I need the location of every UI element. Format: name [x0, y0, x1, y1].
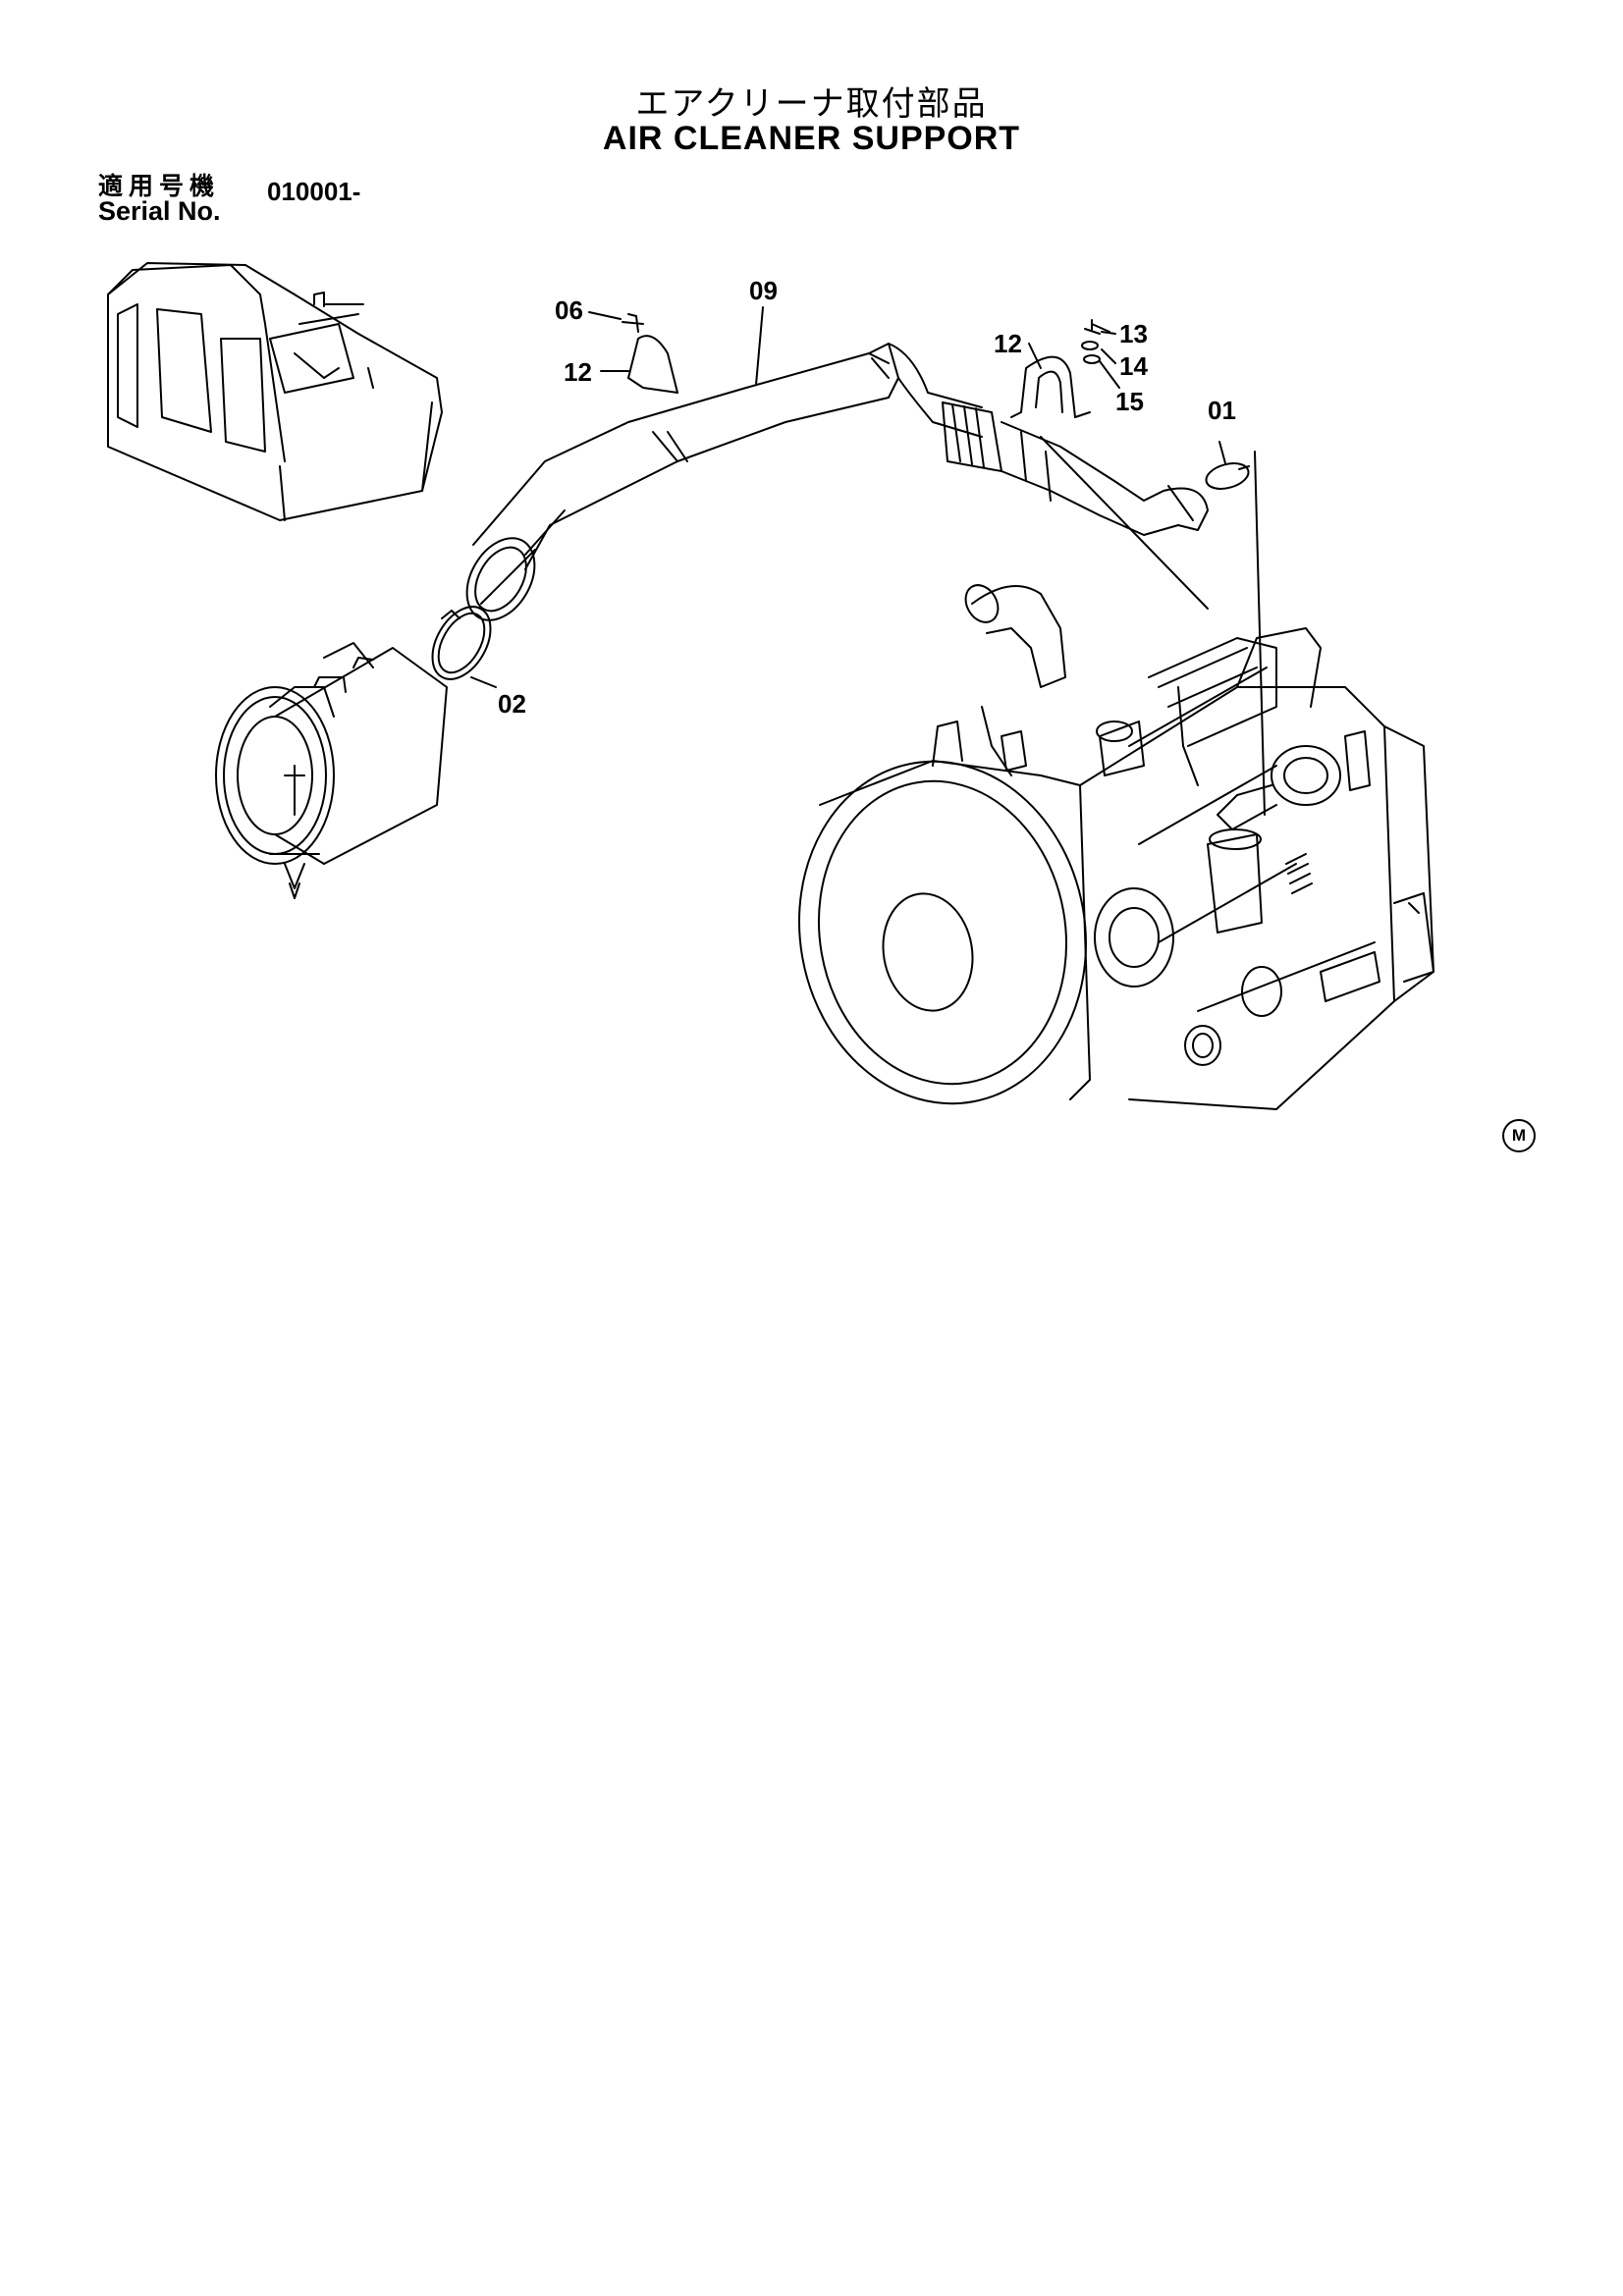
title-japanese: エアクリーナ取付部品 [635, 84, 988, 124]
hose-clamp-01 [1205, 462, 1250, 490]
leader-line-06 [588, 311, 622, 320]
pipe-inlet-end [465, 509, 566, 621]
callout-12-left: 12 [564, 357, 592, 387]
leader-line-14 [1101, 348, 1116, 364]
washer-15 [1083, 354, 1101, 364]
callout-01: 01 [1208, 396, 1236, 425]
support-bracket-left [627, 335, 678, 394]
engine-assembly [798, 584, 1434, 1110]
callout-14: 14 [1119, 351, 1148, 381]
serial-label-japanese: 適用号機 [98, 172, 221, 200]
excavator-thumbnail [107, 262, 443, 521]
bolt-06 [622, 313, 644, 333]
intake-pipe [472, 343, 1209, 570]
leader-line-09 [755, 306, 764, 386]
leader-line-15 [1099, 360, 1120, 389]
leader-line-12-right [1028, 343, 1042, 369]
parts-diagram [107, 262, 1434, 1110]
leader-line-13 [1101, 331, 1116, 335]
washer-14 [1081, 341, 1099, 350]
serial-label-english: Serial No. [98, 196, 221, 226]
serial-number-value: 010001- [267, 177, 361, 206]
hose-clamp-02 [431, 606, 492, 680]
callout-06: 06 [555, 295, 583, 325]
callout-13: 13 [1119, 319, 1148, 348]
leader-line-01 [1218, 441, 1226, 464]
support-bracket-right [1010, 355, 1091, 418]
callout-12-right: 12 [994, 329, 1022, 358]
bolt-13 [1084, 319, 1110, 335]
leader-line-pipe-to-engine [1040, 436, 1209, 610]
leader-line-01-to-engine [1254, 451, 1266, 816]
callout-02: 02 [498, 689, 526, 719]
callout-09: 09 [749, 276, 778, 305]
air-cleaner-assembly [215, 642, 448, 899]
model-mark-badge: M [1502, 1119, 1536, 1152]
leader-line-02 [470, 676, 497, 688]
title-english: AIR CLEANER SUPPORT [602, 120, 1021, 157]
callout-15: 15 [1115, 387, 1144, 416]
